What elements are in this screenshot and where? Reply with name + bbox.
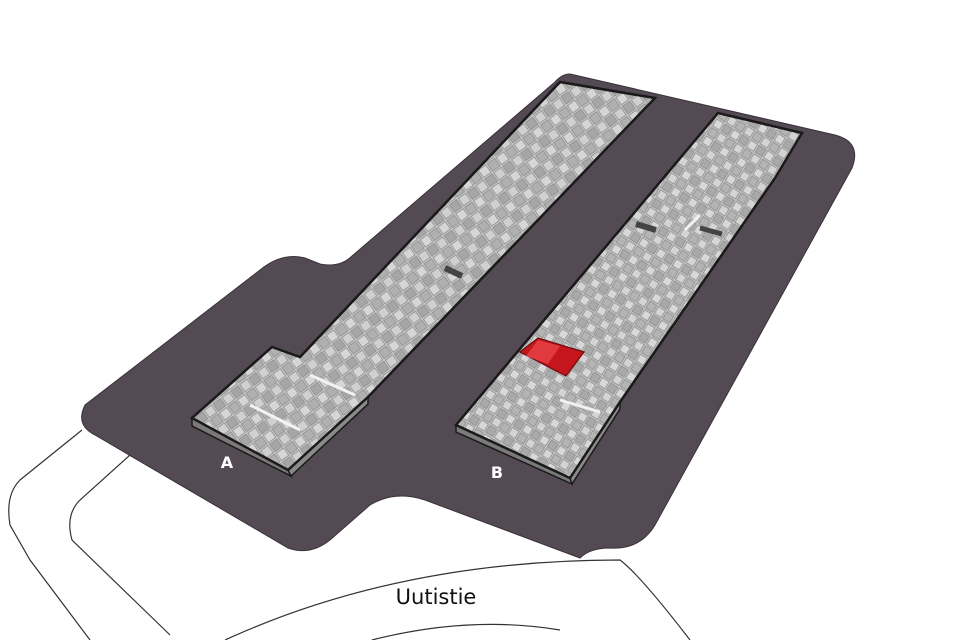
roof-hatch [699, 225, 723, 237]
building-b-roof [453, 111, 804, 480]
roof-hatch [635, 221, 657, 233]
road-lines [8, 429, 691, 640]
road-edge-inner [69, 454, 171, 636]
building-a-label: A [221, 453, 234, 472]
street-curve-upper [224, 559, 691, 640]
building-a-roof [189, 80, 658, 472]
street-name-label: Uutistie [396, 585, 477, 609]
street-curve-lower [371, 623, 561, 640]
roof-vent [309, 373, 356, 397]
roof-vent [683, 213, 702, 232]
roof-vent [249, 403, 301, 432]
road-edge-outer [8, 429, 91, 640]
highlighted-unit-roof-light [526, 340, 560, 364]
building-b-label: B [491, 463, 503, 482]
building-a [189, 80, 658, 478]
roof-hatch [443, 265, 464, 279]
building-b [453, 111, 804, 486]
roof-vent [559, 398, 601, 414]
